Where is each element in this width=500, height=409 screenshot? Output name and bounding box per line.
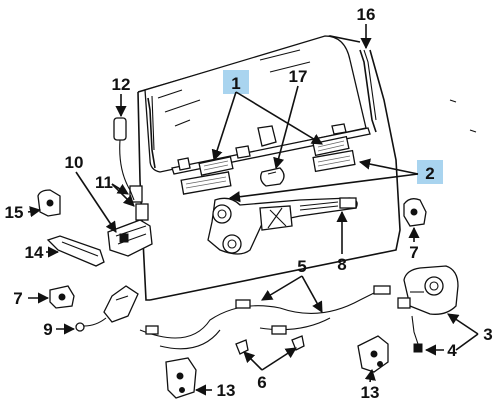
leader-lines (27, 24, 479, 396)
lock-rod (46, 235, 105, 267)
callout-11: 11 (95, 173, 113, 192)
callout-15: 15 (5, 203, 24, 222)
rear-door-latch (397, 265, 459, 315)
rod-clips (235, 335, 305, 355)
front-run-channel (147, 95, 156, 169)
lock-cylinder (113, 117, 135, 201)
lower-striker-left (165, 357, 197, 399)
callout-8: 8 (337, 255, 346, 274)
latch-rod (411, 315, 423, 353)
glass-run-channel (359, 49, 377, 133)
channel-clip (260, 167, 285, 187)
upper-hinge-left (37, 189, 61, 217)
front-latch (75, 285, 139, 332)
callout-1-highlight (223, 70, 249, 94)
callout-7-right: 7 (409, 243, 418, 262)
release-cables (139, 285, 391, 350)
callout-5: 5 (297, 257, 306, 276)
callout-13-left: 13 (217, 381, 236, 400)
callout-9: 9 (43, 320, 52, 339)
callout-17: 17 (289, 67, 308, 86)
callout-2: 2 (425, 164, 434, 183)
callout-4: 4 (447, 341, 457, 360)
lower-channel-insert (180, 149, 356, 195)
hinge-right (403, 198, 427, 227)
handle-rod-clips (129, 185, 149, 221)
callout-12: 12 (112, 75, 131, 94)
lower-striker-right (357, 335, 389, 373)
callout-2-highlight (417, 160, 443, 184)
callout-6: 6 (257, 373, 266, 392)
callout-16: 16 (357, 5, 376, 24)
lower-hinge-left (49, 285, 75, 309)
callout-13-right: 13 (361, 383, 380, 402)
window-regulator (207, 197, 358, 255)
callout-1: 1 (231, 74, 240, 93)
callout-14: 14 (25, 243, 44, 262)
outside-handle-assembly (107, 219, 153, 257)
callout-7-left: 7 (13, 289, 22, 308)
callout-3: 3 (483, 325, 492, 344)
upper-channel-insert (198, 135, 350, 176)
callout-10: 10 (65, 153, 84, 172)
